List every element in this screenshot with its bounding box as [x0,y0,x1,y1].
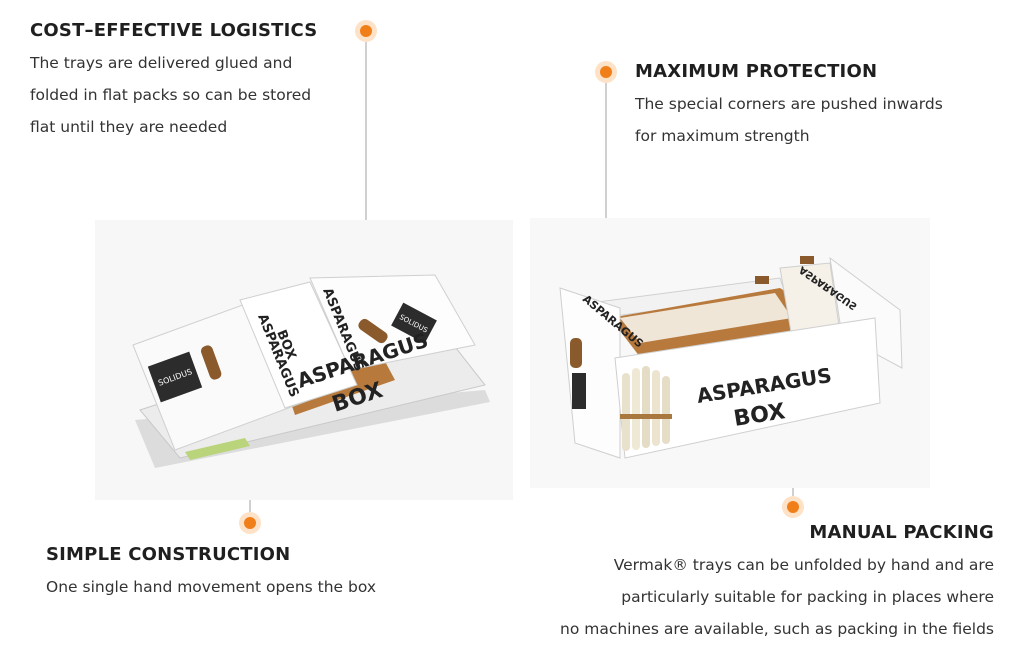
handle-hole-left [200,345,222,380]
section-text-line: particularly suitable for packing in pla… [621,588,994,606]
flat-box-photo: SOLIDUS ASPARAGUS BOX SOLIDUS ASPARAGUS … [95,220,513,500]
section-text-line: for maximum strength [635,127,810,145]
callout-dot-protection [595,61,617,83]
section-text-line: The trays are delivered glued and [30,54,293,72]
section-text-line: flat until they are needed [30,118,228,136]
callout-dot-construction [239,512,261,534]
section-title: MANUAL PACKING [809,522,994,543]
section-protection: MAXIMUM PROTECTION The special corners a… [635,61,943,152]
section-construction: SIMPLE CONSTRUCTION One single hand move… [46,544,376,603]
section-title: MAXIMUM PROTECTION [635,61,878,82]
section-title: SIMPLE CONSTRUCTION [46,544,291,565]
section-title: COST–EFFECTIVE LOGISTICS [30,20,318,41]
end-brand-label [572,373,586,409]
callout-dot-packing [782,496,804,518]
section-text-line: Vermak® trays can be unfolded by hand an… [613,556,994,574]
open-box-photo: ASPARAGUS ASPARAGUS ASPARAGUS BOX [530,218,930,488]
section-packing: MANUAL PACKING Vermak® trays can be unfo… [560,522,994,645]
asparagus-illustration [620,366,672,451]
handle-hole-right [358,318,388,344]
brand-label-right [391,302,437,344]
callout-dot-logistics [355,20,377,42]
end-handle-hole [570,338,582,368]
section-logistics: COST–EFFECTIVE LOGISTICS The trays are d… [30,20,317,143]
section-text-line: no machines are available, such as packi… [560,620,994,638]
section-text-line: folded in flat packs so can be stored [30,86,312,104]
section-text-line: The special corners are pushed inwards [635,95,943,113]
section-text-line: One single hand movement opens the box [46,578,377,596]
brand-label-left [147,351,203,403]
